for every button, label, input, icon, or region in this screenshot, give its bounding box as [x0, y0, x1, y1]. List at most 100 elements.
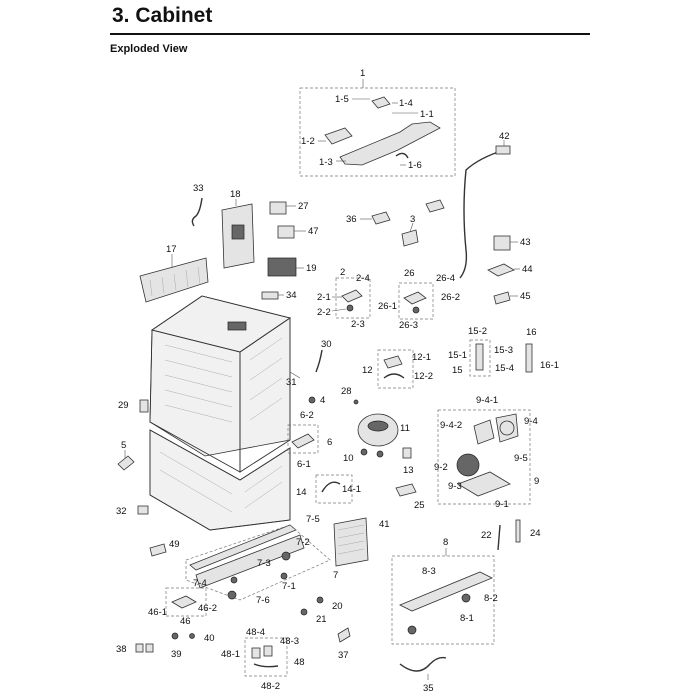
group-box-12 — [377, 349, 414, 389]
callout-47: 47 — [308, 226, 319, 237]
group-box-14 — [315, 474, 353, 504]
part-15 — [475, 343, 484, 371]
callout-15-4: 15-4 — [495, 363, 514, 374]
part-48-1 — [251, 647, 261, 659]
callout-2-1: 2-1 — [317, 292, 331, 303]
part-37 — [337, 627, 351, 643]
callout-5: 5 — [121, 440, 126, 451]
callout-49: 49 — [169, 539, 180, 550]
part-48-3 — [263, 645, 273, 657]
callout-22: 22 — [481, 530, 492, 541]
callout-9-4-2: 9-4-2 — [440, 420, 462, 431]
panel-17 — [139, 257, 209, 303]
callout-7-3: 7-3 — [257, 558, 271, 569]
callout-9-1: 9-1 — [495, 499, 509, 510]
part-43 — [493, 235, 511, 251]
callout-13: 13 — [403, 465, 414, 476]
group-box-7 — [185, 524, 331, 601]
control-module — [227, 321, 247, 331]
callout-7-2: 7-2 — [296, 537, 310, 548]
part-7-1 — [280, 572, 288, 580]
callout-9-2: 9-2 — [434, 462, 448, 473]
callout-9-3: 9-3 — [448, 481, 462, 492]
top-cover-assembly — [299, 79, 456, 177]
callout-48-4: 48-4 — [246, 627, 265, 638]
callout-9-5: 9-5 — [514, 453, 528, 464]
part-9-4-2 — [473, 419, 495, 445]
callout-10: 10 — [343, 453, 354, 464]
callout-11: 11 — [400, 423, 410, 434]
callout-4: 4 — [320, 395, 325, 406]
callout-12-1: 12-1 — [412, 352, 431, 363]
callout-34: 34 — [286, 290, 297, 301]
callout-7-5: 7-5 — [306, 514, 320, 525]
part-22 — [497, 524, 501, 551]
part-6 — [291, 433, 315, 449]
callout-46-1: 46-1 — [148, 607, 167, 618]
callout-39: 39 — [171, 649, 182, 660]
callout-28: 28 — [341, 386, 352, 397]
tube-fitting — [495, 145, 511, 155]
callout-19: 19 — [306, 263, 317, 274]
base-plate-8-3 — [399, 571, 493, 612]
part-27 — [269, 201, 287, 215]
part-20 — [316, 596, 324, 604]
wheel-7-3 — [281, 551, 291, 561]
title-rule — [110, 33, 590, 35]
part-29 — [139, 399, 149, 413]
grille-41 — [333, 517, 369, 567]
callout-26-2: 26-2 — [441, 292, 460, 303]
callout-7-6: 7-6 — [256, 595, 270, 606]
callout-14: 14 — [296, 487, 307, 498]
callout-48: 48 — [294, 657, 305, 668]
part-26-screw — [412, 306, 420, 314]
callout-24: 24 — [530, 528, 541, 539]
part-36 — [371, 211, 391, 225]
part-2-1 — [341, 289, 363, 303]
compressor-top — [367, 420, 389, 432]
callout-8-1: 8-1 — [460, 613, 474, 624]
wire-part-35 — [399, 656, 447, 672]
cover-clip-part — [371, 96, 391, 109]
part-49 — [149, 543, 167, 557]
callout-9-4: 9-4 — [524, 416, 538, 427]
callout-1-5: 1-5 — [335, 94, 349, 105]
callout-35: 35 — [423, 683, 434, 694]
callout-1-1: 1-1 — [420, 109, 434, 120]
callout-1-6: 1-6 — [408, 160, 422, 171]
rail-7 — [195, 534, 305, 589]
part-3 — [401, 229, 419, 247]
callout-2-2: 2-2 — [317, 307, 331, 318]
callout-20: 20 — [332, 601, 343, 612]
callout-18: 18 — [230, 189, 241, 200]
callout-6: 6 — [327, 437, 332, 448]
group-box-8 — [391, 555, 495, 645]
callout-26-3: 26-3 — [399, 320, 418, 331]
part-34 — [261, 291, 279, 300]
callout-46: 46 — [180, 616, 191, 627]
callout-25: 25 — [414, 500, 425, 511]
callout-2-4: 2-4 — [356, 273, 370, 284]
callout-48-3: 48-3 — [280, 636, 299, 647]
callout-46-2: 46-2 — [198, 603, 217, 614]
callout-27: 27 — [298, 201, 309, 212]
callout-1: 1 — [360, 68, 365, 79]
part-38a — [135, 643, 144, 653]
group-box-1 — [299, 87, 456, 177]
board-19 — [267, 257, 297, 277]
part-7-6 — [227, 590, 237, 600]
tube-part-42 — [459, 149, 505, 279]
callout-31: 31 — [286, 377, 297, 388]
callout-29: 29 — [118, 400, 129, 411]
callout-9: 9 — [534, 476, 539, 487]
callout-48-1: 48-1 — [221, 649, 240, 660]
callout-2-3: 2-3 — [351, 319, 365, 330]
callout-8: 8 — [443, 537, 448, 548]
fan-9-4 — [499, 420, 515, 436]
cover-wire-part — [395, 152, 409, 159]
callout-6-2: 6-2 — [300, 410, 314, 421]
part-30 — [315, 349, 323, 373]
part-26-main — [403, 291, 427, 305]
part-8-1-bolt — [407, 625, 417, 635]
